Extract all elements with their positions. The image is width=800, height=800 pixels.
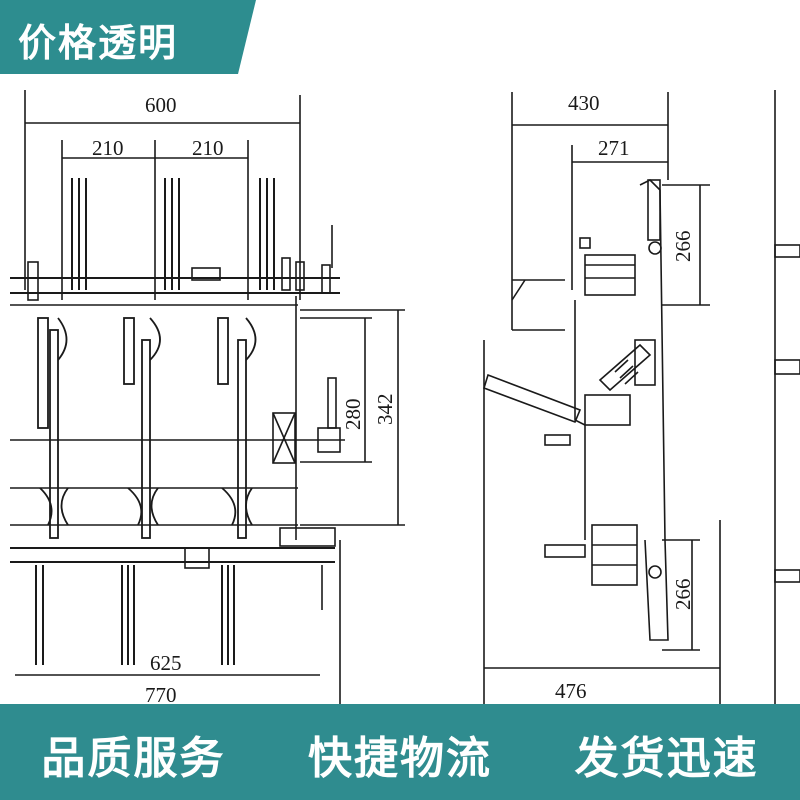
top-banner-title: 价格透明 <box>18 21 179 65</box>
slogan-row: 品质服务 快捷物流 发货迅速 <box>0 716 800 792</box>
dim-210-left: 210 <box>92 136 124 160</box>
dim-271: 271 <box>598 136 630 160</box>
dim-430: 430 <box>568 91 600 115</box>
slogan-fast-shipping: 发货迅速 <box>574 733 759 784</box>
front-view <box>10 90 405 706</box>
dim-266-bottom: 266 <box>671 579 695 611</box>
dim-625: 625 <box>150 651 182 675</box>
dim-266-top: 266 <box>671 231 695 263</box>
side-view <box>483 90 800 705</box>
dim-476: 476 <box>555 679 587 703</box>
slogan-fast-logistics: 快捷物流 <box>307 733 492 784</box>
dim-770: 770 <box>145 683 177 707</box>
bottom-banner <box>0 704 800 800</box>
top-banner: 价格透明 <box>0 0 256 74</box>
slogan-quality-service: 品质服务 <box>41 733 226 784</box>
dim-280: 280 <box>341 399 365 431</box>
dim-210-right: 210 <box>192 136 224 160</box>
dim-600: 600 <box>145 93 177 117</box>
dim-342: 342 <box>373 394 397 426</box>
